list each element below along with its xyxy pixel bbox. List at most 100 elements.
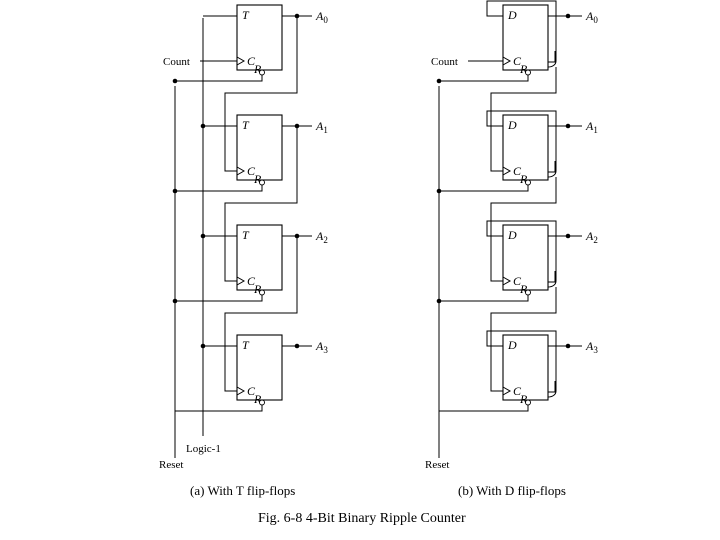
junction-dot (172, 188, 178, 194)
flip-flop-2 (502, 224, 549, 291)
reset-pin-label: R (253, 282, 262, 296)
output-label-b0: A0 (585, 9, 598, 25)
clock-pin-label: C (247, 164, 256, 178)
feedback-wire (486, 330, 557, 391)
input-pin-label: D (507, 8, 517, 22)
reset-pin-label: R (519, 62, 528, 76)
flip-flop-2 (236, 224, 283, 291)
input-pin-label: D (507, 338, 517, 352)
q-bar-output (547, 170, 557, 178)
reset-bubble (525, 179, 531, 186)
reset-wire (175, 75, 263, 82)
output-label-b1: A1 (585, 119, 598, 135)
reset-pin-label: R (519, 172, 528, 186)
feedback-wire (486, 0, 557, 61)
input-pin-label: T (242, 228, 250, 242)
ripple-wire (224, 16, 298, 172)
ripple-wire (224, 126, 298, 282)
input-pin-label: T (242, 118, 250, 132)
junction-dot (172, 78, 178, 84)
flip-flop-3 (502, 334, 549, 401)
reset-wire (175, 185, 263, 192)
reset-wire (439, 405, 529, 412)
reset-pin-label: R (253, 62, 262, 76)
junction-dot (436, 188, 442, 194)
q-bar-stub (548, 381, 556, 393)
reset-bubble (259, 69, 265, 76)
q-bar-output (547, 60, 557, 68)
flip-flop-1 (502, 114, 549, 181)
reset-wire (439, 75, 529, 82)
reset-wire (439, 185, 529, 192)
reset-label-a: Reset (159, 459, 183, 471)
caption-a: (a) With T flip-flops (190, 483, 295, 498)
reset-bubble (259, 399, 265, 406)
clock-pin-label: C (247, 274, 256, 288)
reset-bubble (259, 289, 265, 296)
output-dot (565, 343, 571, 349)
q-bar-output (547, 280, 557, 288)
input-pin-label: D (507, 118, 517, 132)
reset-pin-label: R (253, 392, 262, 406)
reset-bubble (259, 179, 265, 186)
input-pin-label: D (507, 228, 517, 242)
junction-dot (200, 233, 206, 239)
reset-bubble (525, 289, 531, 296)
reset-wire (175, 295, 263, 302)
input-pin-label: T (242, 338, 250, 352)
output-label-b3: A3 (585, 339, 598, 355)
clock-triangle-icon (236, 56, 246, 66)
reset-label-b: Reset (425, 459, 449, 471)
reset-pin-label: R (519, 282, 528, 296)
clock-triangle-icon (236, 386, 246, 396)
ripple-wire (224, 236, 298, 392)
reset-pin-label: R (519, 392, 528, 406)
reset-bubble (525, 69, 531, 76)
clock-pin-label: C (513, 164, 522, 178)
clock-triangle-icon (502, 56, 512, 66)
junction-dot (436, 298, 442, 304)
output-label-a1: A1 (315, 119, 328, 135)
reset-pin-label: R (253, 172, 262, 186)
logic-1-label: Logic-1 (186, 443, 221, 455)
flip-flop-0 (236, 4, 283, 71)
input-pin-label: T (242, 8, 250, 22)
output-label-b2: A2 (585, 229, 598, 245)
output-dot (565, 13, 571, 19)
clock-triangle-icon (502, 386, 512, 396)
flip-flop-1 (236, 114, 283, 181)
q-bar-stub (548, 271, 556, 283)
ripple-wire (490, 287, 557, 392)
ripple-wire (490, 67, 557, 172)
junction-dot (436, 78, 442, 84)
q-bar-output (547, 390, 557, 398)
q-bar-stub (548, 51, 556, 63)
ripple-wire (490, 177, 557, 282)
output-label-a0: A0 (315, 9, 328, 25)
flip-flop-0 (502, 4, 549, 71)
output-dot (565, 123, 571, 129)
clock-triangle-icon (502, 276, 512, 286)
count-label-b: Count (431, 56, 458, 68)
feedback-wire (486, 110, 557, 171)
output-label-a3: A3 (315, 339, 328, 355)
count-label-a: Count (163, 56, 190, 68)
junction-dot (172, 298, 178, 304)
clock-triangle-icon (236, 166, 246, 176)
reset-wire (175, 405, 263, 412)
q-bar-stub (548, 161, 556, 173)
reset-wire (439, 295, 529, 302)
clock-triangle-icon (502, 166, 512, 176)
output-dot (294, 343, 300, 349)
clock-pin-label: C (247, 54, 256, 68)
clock-pin-label: C (513, 54, 522, 68)
clock-pin-label: C (513, 274, 522, 288)
output-label-a2: A2 (315, 229, 328, 245)
feedback-wire (486, 220, 557, 281)
clock-triangle-icon (236, 276, 246, 286)
clock-pin-label: C (513, 384, 522, 398)
junction-dot (200, 343, 206, 349)
